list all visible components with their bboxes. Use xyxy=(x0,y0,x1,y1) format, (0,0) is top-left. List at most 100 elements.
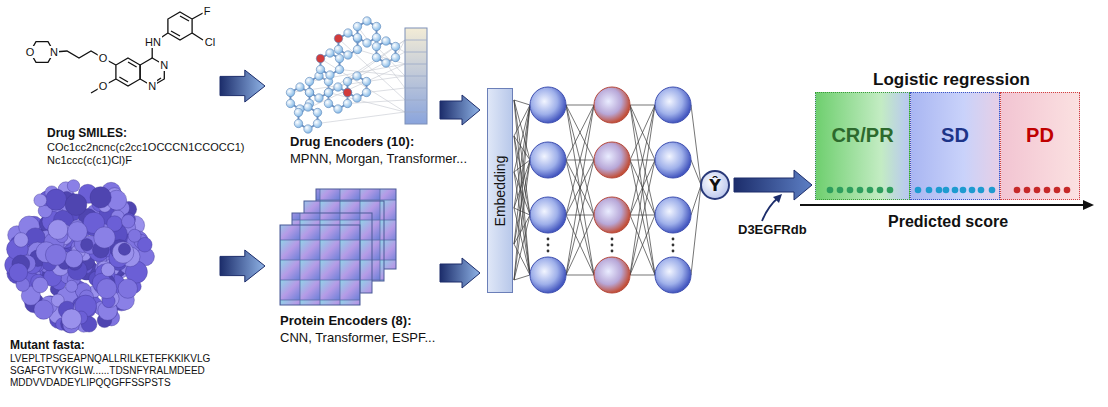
drawing-stroke xyxy=(566,105,594,275)
drawing-stroke xyxy=(630,215,655,275)
drawing-stroke xyxy=(566,160,594,275)
graph-node xyxy=(305,88,313,96)
drawing-stroke xyxy=(566,160,594,215)
atom-sphere xyxy=(65,194,87,216)
block-arrow xyxy=(440,258,480,288)
ellipsis-dot xyxy=(611,238,614,241)
embedding-box: Embedding xyxy=(487,88,513,293)
ellipsis-dot xyxy=(547,250,550,253)
neuron xyxy=(655,257,691,293)
graph-node xyxy=(316,65,324,73)
atom-sphere xyxy=(66,280,78,292)
drawing-stroke xyxy=(630,215,655,275)
graph-node xyxy=(313,119,321,127)
graph-node xyxy=(334,34,342,42)
text-label: COc1cc2ncnc(c2cc1OCCCN1CCOCC1) Nc1ccc(c(… xyxy=(47,141,247,167)
response-band: PD xyxy=(1000,92,1080,200)
text-label: Drug Encoders (10): xyxy=(290,134,414,150)
nn-connections xyxy=(514,100,701,280)
protein-feature-maps xyxy=(280,189,396,305)
graph-node xyxy=(382,59,390,67)
graph-node xyxy=(305,88,313,96)
atom-sphere xyxy=(97,279,117,299)
graph-node xyxy=(335,65,343,73)
block-arrows xyxy=(220,70,480,288)
score-axis xyxy=(800,200,1094,210)
graph-node xyxy=(286,88,294,96)
ellipsis-dot xyxy=(611,244,614,247)
node-text: Logistic regression xyxy=(815,68,1088,90)
sample-dot xyxy=(969,187,976,194)
graph-node xyxy=(294,108,302,116)
sample-dot xyxy=(857,187,864,194)
atom-sphere xyxy=(48,220,68,240)
neural-network xyxy=(514,87,701,293)
db-pointer xyxy=(762,194,782,221)
neuron xyxy=(530,197,566,233)
drawing-stroke xyxy=(630,105,655,106)
drawing-part xyxy=(405,76,427,77)
graph-node xyxy=(382,37,390,45)
drawing-stroke xyxy=(566,275,594,276)
graph-node xyxy=(296,83,304,91)
ellipsis-dot xyxy=(672,238,675,241)
drawing-part xyxy=(405,64,427,65)
graph-node xyxy=(334,45,342,53)
embedding-line xyxy=(376,47,405,77)
neuron xyxy=(530,142,566,178)
embedding-line xyxy=(367,88,405,93)
drawing-part xyxy=(405,88,427,89)
sample-dot xyxy=(978,187,985,194)
drawing-part xyxy=(116,58,140,86)
drawing-part xyxy=(405,40,427,112)
drawing-stroke xyxy=(630,215,655,216)
drawing-stroke xyxy=(630,160,655,215)
drawing-stroke xyxy=(566,215,594,275)
drawing-part xyxy=(119,77,128,82)
atom-sphere xyxy=(45,189,66,210)
output-circle: Ŷ xyxy=(700,170,730,200)
feature-vector xyxy=(405,28,427,124)
atom-sphere xyxy=(112,242,134,264)
drawing-part xyxy=(405,112,427,113)
drawing-part xyxy=(168,12,192,40)
atom-sphere xyxy=(94,227,115,248)
drawing-stroke xyxy=(566,160,594,275)
graph-node xyxy=(305,77,313,85)
neuron xyxy=(530,257,566,293)
atom-label: F xyxy=(203,5,212,17)
ellipsis-dot xyxy=(547,244,550,247)
atom-sphere xyxy=(118,243,130,255)
drawing-stroke xyxy=(514,136,530,275)
graph-node xyxy=(304,125,312,133)
drawing-stroke xyxy=(630,160,655,215)
drawing-stroke xyxy=(630,105,655,275)
graph-node xyxy=(326,71,334,79)
drawing-part xyxy=(1083,200,1094,210)
sample-dot xyxy=(989,187,996,194)
atom-sphere xyxy=(45,244,66,265)
sample-dot xyxy=(1014,187,1021,194)
sample-dot xyxy=(1054,187,1061,194)
sample-dot xyxy=(915,187,922,194)
graph-node xyxy=(313,108,321,116)
drawing-stroke xyxy=(630,275,655,276)
atom-sphere xyxy=(90,187,111,208)
sample-dot xyxy=(1064,187,1071,194)
drawing-stroke xyxy=(630,160,655,275)
embedding-line xyxy=(338,39,405,101)
block-arrow xyxy=(220,70,265,102)
atom-sphere xyxy=(122,215,135,228)
graph-node xyxy=(391,42,399,50)
sample-dot xyxy=(952,187,959,194)
drawing-stroke xyxy=(566,160,594,215)
drawing-part xyxy=(192,13,203,19)
graph-node xyxy=(294,119,302,127)
sample-dot xyxy=(926,187,933,194)
text-label: CNN, Transformer, ESPF... xyxy=(280,330,435,346)
embedding-line xyxy=(377,38,405,53)
graph-node xyxy=(391,53,399,61)
text-label: LVEPLTPSGEAPNQALLRILKETEFKKIKVLG SGAFGTV… xyxy=(10,353,215,389)
atom-label: O xyxy=(98,52,109,64)
atom-label: HN xyxy=(144,36,162,48)
